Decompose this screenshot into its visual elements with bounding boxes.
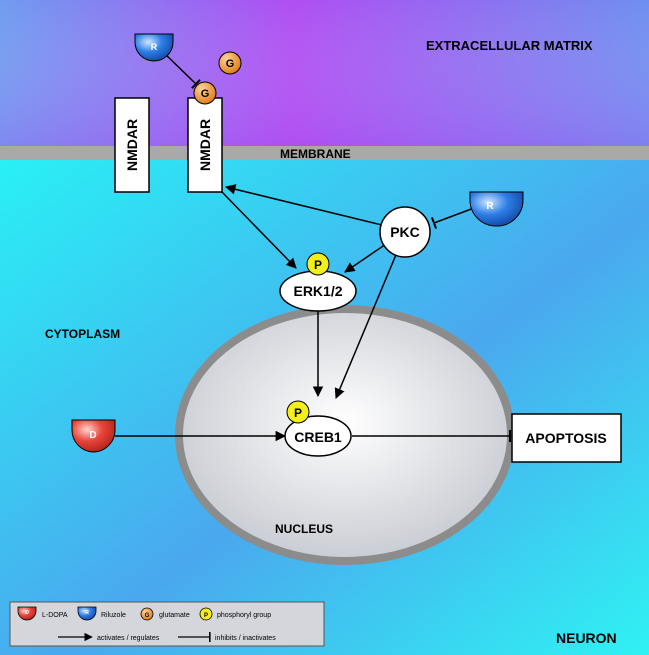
svg-text:G: G bbox=[145, 613, 150, 619]
riluzole-inhibits-glutamate bbox=[162, 51, 201, 90]
neuron-label: NEURON bbox=[556, 630, 617, 646]
legend-riluzole-icon: R bbox=[77, 606, 97, 621]
riluzole-inhibits-pkc bbox=[430, 207, 475, 229]
apoptosis-node: APOPTOSIS bbox=[511, 413, 622, 463]
svg-text:P: P bbox=[204, 613, 208, 619]
extracellular-label: EXTRACELLULAR MATRIX bbox=[426, 38, 593, 53]
erk-phosphoryl bbox=[306, 252, 330, 276]
pkc-to-erk bbox=[344, 241, 390, 273]
nmdar-right: NMDAR bbox=[187, 97, 223, 193]
legend-ldopa-icon: D bbox=[17, 606, 37, 621]
nmdar-left-label: NMDAR bbox=[124, 119, 140, 171]
creb-phosphoryl bbox=[286, 400, 310, 424]
erk-label: ERK1/2 bbox=[293, 283, 342, 299]
membrane-label: MEMBRANE bbox=[280, 147, 351, 161]
pkc-node: PKC bbox=[379, 206, 431, 258]
pkc-label: PKC bbox=[390, 224, 420, 240]
erk-phosphoryl-letter: P bbox=[314, 258, 322, 272]
membrane-band bbox=[0, 146, 649, 160]
nmdar-right-label: NMDAR bbox=[197, 119, 213, 171]
pkc-to-nmdar bbox=[224, 184, 383, 226]
creb-phosphoryl-letter: P bbox=[294, 406, 302, 420]
legend-phosphoryl-icon: P bbox=[199, 607, 213, 621]
pkc-to-creb bbox=[334, 249, 399, 399]
legend-inhibits-label: inhibits / inactivates bbox=[215, 635, 276, 642]
apoptosis-label: APOPTOSIS bbox=[525, 430, 606, 446]
legend-glutamate-label: glutamate bbox=[159, 612, 190, 619]
legend-riluzole-label: Riluzole bbox=[101, 612, 126, 619]
nmdar-to-erk bbox=[221, 191, 297, 269]
glutamate-free: G bbox=[218, 51, 242, 75]
nucleus-label: NUCLEUS bbox=[275, 522, 333, 536]
riluzole-letter: R bbox=[151, 42, 158, 52]
ldopa-badge: D bbox=[71, 419, 116, 453]
creb-label: CREB1 bbox=[294, 429, 342, 445]
riluzole-badge-top: R bbox=[134, 33, 174, 62]
glutamate-bound-letter: G bbox=[201, 88, 210, 100]
svg-text:D: D bbox=[25, 610, 29, 616]
riluzole-letter-right: R bbox=[486, 201, 494, 212]
legend-activates-label: activates / regulates bbox=[97, 635, 160, 642]
cytoplasm-label: CYTOPLASM bbox=[45, 327, 120, 341]
riluzole-badge-right: R bbox=[469, 191, 524, 227]
ldopa-letter: D bbox=[89, 430, 96, 441]
erk-node: ERK1/2 P bbox=[279, 252, 357, 312]
legend: D L-DOPA R Riluzole G glutamate P phosph… bbox=[9, 601, 325, 647]
legend-glutamate-icon: G bbox=[140, 607, 154, 621]
glutamate-letter: G bbox=[226, 58, 235, 70]
legend-ldopa-label: L-DOPA bbox=[42, 612, 68, 619]
nmdar-left: NMDAR bbox=[114, 97, 150, 193]
glutamate-bound: G bbox=[193, 81, 217, 105]
legend-phosphoryl-label: phosphoryl group bbox=[217, 612, 271, 619]
creb-node: CREB1 P bbox=[284, 400, 352, 457]
svg-text:R: R bbox=[85, 610, 89, 616]
